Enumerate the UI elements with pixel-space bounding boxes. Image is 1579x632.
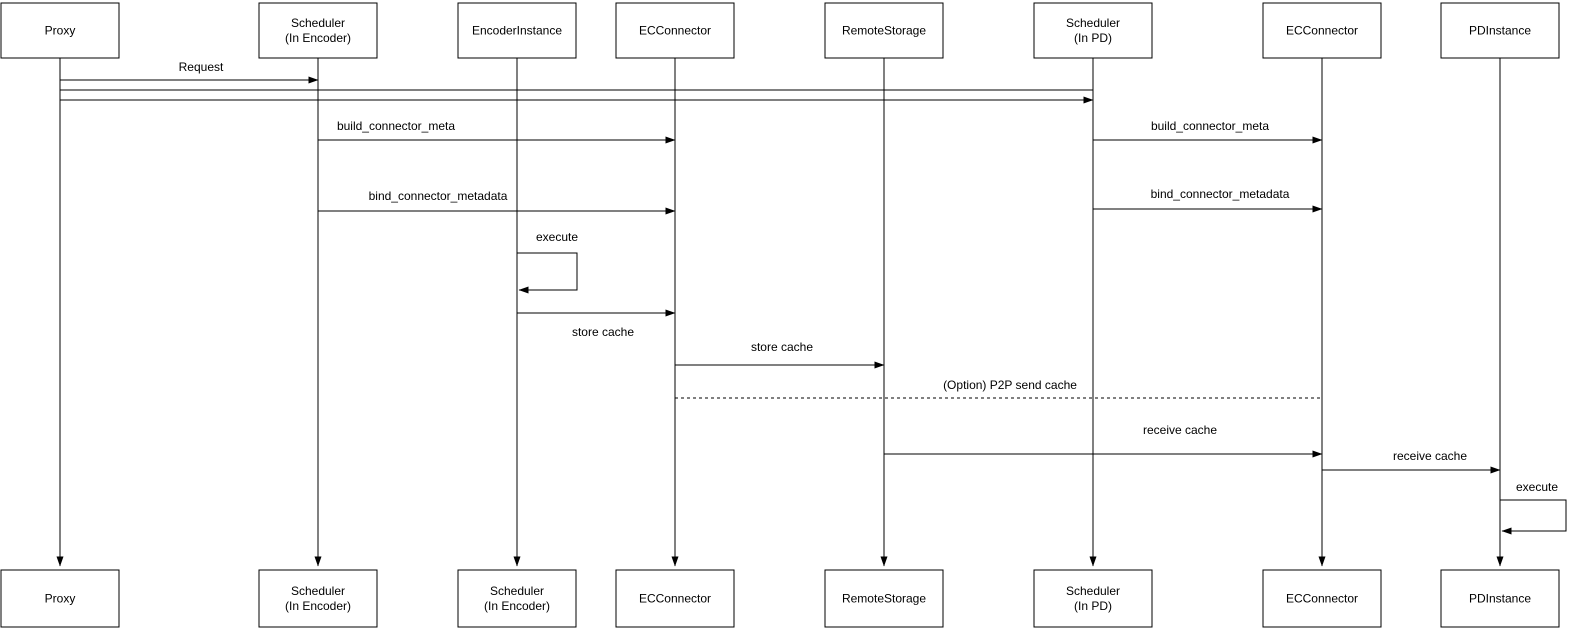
participant-top-label-ec-connector-encoder: ECConnector (639, 24, 711, 38)
self-message-label-0: execute (536, 230, 578, 244)
message-label-9: (Option) P2P send cache (943, 378, 1077, 392)
message-label-3: build_connector_meta (337, 119, 455, 133)
participant-top-label-proxy: Proxy (45, 24, 76, 38)
participant-top-label-ec-connector-pd: ECConnector (1286, 24, 1358, 38)
participant-bottom-label-proxy: Proxy (45, 592, 76, 606)
message-label-8: store cache (751, 340, 813, 354)
participant-top-box-remote-storage (824, 2, 944, 59)
participant-label-line: (In Encoder) (484, 599, 550, 613)
participant-bottom-box-ec-connector-pd (1262, 569, 1382, 628)
participant-top-box-pd-instance (1440, 2, 1560, 59)
participant-label-line: (In PD) (1074, 599, 1112, 613)
participant-label-line: PDInstance (1469, 592, 1531, 606)
self-message-loop-1 (1500, 499, 1567, 535)
message-label-0: Request (179, 60, 224, 74)
participant-top-box-scheduler-in-pd (1033, 2, 1153, 59)
participant-top-box-encoder-instance (457, 2, 577, 59)
participant-bottom-label-scheduler-in-encoder: Scheduler(In Encoder) (285, 584, 351, 613)
participant-label-line: RemoteStorage (842, 592, 926, 606)
participant-label-line: Proxy (45, 24, 76, 38)
participant-top-box-ec-connector-encoder (615, 2, 735, 59)
participant-label-line: ECConnector (639, 592, 711, 606)
participant-label-line: PDInstance (1469, 24, 1531, 38)
participant-bottom-box-ec-connector-encoder (615, 569, 735, 628)
participant-label-line: RemoteStorage (842, 24, 926, 38)
participant-top-label-remote-storage: RemoteStorage (842, 24, 926, 38)
participant-top-box-scheduler-in-encoder (258, 2, 378, 59)
message-label-7: store cache (572, 325, 634, 339)
participant-bottom-label-scheduler-in-pd: Scheduler(In PD) (1066, 584, 1120, 613)
participant-bottom-label-encoder-instance: Scheduler(In Encoder) (484, 584, 550, 613)
participant-top-label-scheduler-in-encoder: Scheduler(In Encoder) (285, 16, 351, 45)
participant-label-line: ECConnector (639, 24, 711, 38)
participant-bottom-box-proxy (0, 569, 120, 628)
self-message-loop-0 (517, 252, 578, 294)
participant-label-line: Scheduler (1066, 16, 1120, 30)
participant-label-line: EncoderInstance (472, 24, 562, 38)
participant-label-line: Proxy (45, 592, 76, 606)
participant-label-line: Scheduler (291, 16, 345, 30)
message-label-4: build_connector_meta (1151, 119, 1269, 133)
message-label-10: receive cache (1143, 423, 1217, 437)
participant-top-label-scheduler-in-pd: Scheduler(In PD) (1066, 16, 1120, 45)
participant-bottom-box-scheduler-in-pd (1033, 569, 1153, 628)
participant-label-line: Scheduler (291, 584, 345, 598)
participant-bottom-box-encoder-instance (457, 569, 577, 628)
participant-label-line: (In Encoder) (285, 31, 351, 45)
participant-label-line: (In PD) (1074, 31, 1112, 45)
message-label-6: bind_connector_metadata (1151, 187, 1290, 201)
participant-label-line: Scheduler (490, 584, 544, 598)
participant-label-line: ECConnector (1286, 592, 1358, 606)
participant-bottom-box-pd-instance (1440, 569, 1560, 628)
participant-bottom-label-pd-instance: PDInstance (1469, 592, 1531, 606)
participant-bottom-box-scheduler-in-encoder (258, 569, 378, 628)
participant-bottom-box-remote-storage (824, 569, 944, 628)
participant-top-label-encoder-instance: EncoderInstance (472, 24, 562, 38)
message-label-11: receive cache (1393, 449, 1467, 463)
participant-top-label-pd-instance: PDInstance (1469, 24, 1531, 38)
participant-bottom-label-remote-storage: RemoteStorage (842, 592, 926, 606)
self-message-label-1: execute (1516, 480, 1558, 494)
participant-top-box-proxy (0, 2, 120, 59)
participant-bottom-label-ec-connector-encoder: ECConnector (639, 592, 711, 606)
participant-label-line: Scheduler (1066, 584, 1120, 598)
participant-label-line: (In Encoder) (285, 599, 351, 613)
participant-label-line: ECConnector (1286, 24, 1358, 38)
message-label-5: bind_connector_metadata (369, 189, 508, 203)
participant-bottom-label-ec-connector-pd: ECConnector (1286, 592, 1358, 606)
participant-top-box-ec-connector-pd (1262, 2, 1382, 59)
